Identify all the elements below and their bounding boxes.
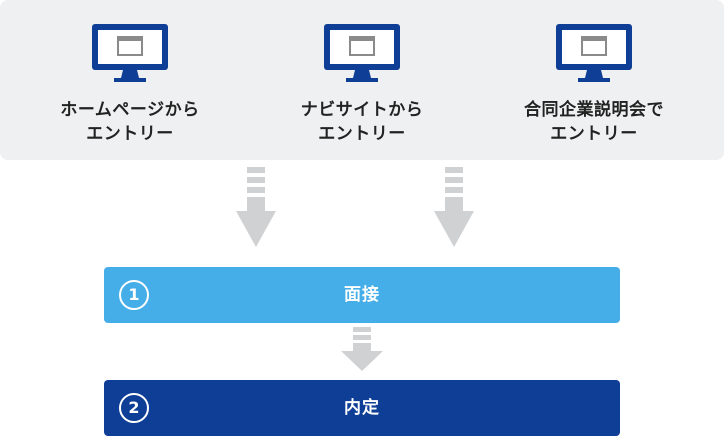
entry-homepage: ホームページから エントリー — [35, 22, 225, 146]
entry-label: 合同企業説明会で エントリー — [499, 98, 689, 146]
entry-label-line2: エントリー — [318, 124, 406, 144]
down-arrow-icon — [236, 167, 276, 247]
step-label: 内定 — [344, 398, 380, 418]
entry-label: ナビサイトから エントリー — [267, 98, 457, 146]
step-offer: 2 内定 — [104, 380, 620, 436]
entry-label-line1: ホームページから — [60, 100, 200, 120]
entry-label-line2: エントリー — [86, 124, 174, 144]
entry-label-line2: エントリー — [550, 124, 638, 144]
monitor-icon — [92, 24, 168, 82]
entry-joint-seminar: 合同企業説明会で エントリー — [499, 22, 689, 146]
down-arrow-icon — [434, 167, 474, 247]
entry-label-line1: ナビサイトから — [300, 100, 424, 120]
step-label: 面接 — [344, 285, 380, 305]
entry-methods-panel: ホームページから エントリー ナビサイトから エントリー 合同企業説明会で — [0, 0, 724, 160]
step-number-badge: 1 — [119, 280, 149, 310]
entry-label-line1: 合同企業説明会で — [524, 100, 664, 120]
entry-label: ホームページから エントリー — [35, 98, 225, 146]
step-interview: 1 面接 — [104, 267, 620, 323]
monitor-icon — [324, 24, 400, 82]
step-number-badge: 2 — [119, 393, 149, 423]
monitor-icon — [556, 24, 632, 82]
down-arrow-icon — [341, 327, 383, 371]
entry-navi-site: ナビサイトから エントリー — [267, 22, 457, 146]
